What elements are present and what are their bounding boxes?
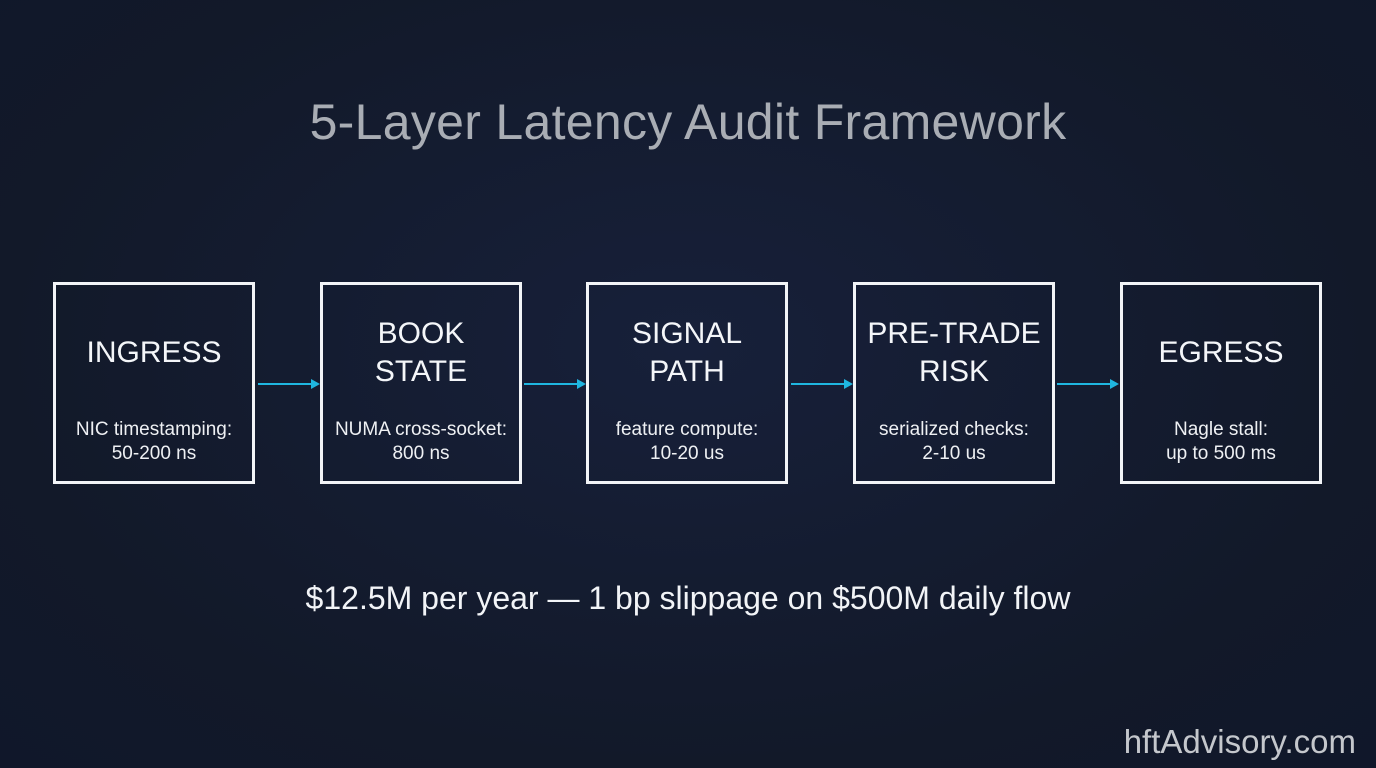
layer-name: SIGNAL PATH	[631, 317, 743, 388]
layer-flow-diagram: INGRESS NIC timestamping: 50-200 ns BOOK…	[0, 282, 1376, 487]
slide-title: 5-Layer Latency Audit Framework	[309, 94, 1067, 150]
layer-detail: feature compute: 10-20 us	[615, 419, 759, 464]
layer-name: EGRESS	[1158, 336, 1284, 369]
arrow-pre-trade-risk-to-egress	[1057, 379, 1119, 389]
layer-box-signal-path: SIGNAL PATH feature compute: 10-20 us	[586, 282, 788, 484]
layer-name: PRE-TRADE RISK	[867, 317, 1041, 388]
layer-detail: NIC timestamping: 50-200 ns	[75, 419, 233, 464]
layer-name: BOOK STATE	[374, 317, 468, 388]
layer-detail: NUMA cross-socket: 800 ns	[334, 419, 508, 464]
layer-box-book-state: BOOK STATE NUMA cross-socket: 800 ns	[320, 282, 522, 484]
watermark-text: hftAdvisory.com	[1123, 723, 1356, 760]
arrow-book-state-to-signal-path	[524, 379, 586, 389]
layer-box-ingress: INGRESS NIC timestamping: 50-200 ns	[53, 282, 255, 484]
layer-box-egress: EGRESS Nagle stall: up to 500 ms	[1120, 282, 1322, 484]
arrow-signal-path-to-pre-trade-risk	[791, 379, 853, 389]
layer-detail: serialized checks: 2-10 us	[879, 419, 1029, 464]
summary-statement: $12.5M per year — 1 bp slippage on $500M…	[305, 580, 1071, 616]
flow-arrows	[258, 379, 1119, 389]
layer-name: INGRESS	[86, 336, 222, 369]
layer-box-pre-trade-risk: PRE-TRADE RISK serialized checks: 2-10 u…	[853, 282, 1055, 484]
layer-detail: Nagle stall: up to 500 ms	[1166, 419, 1276, 464]
arrow-ingress-to-book-state	[258, 379, 320, 389]
